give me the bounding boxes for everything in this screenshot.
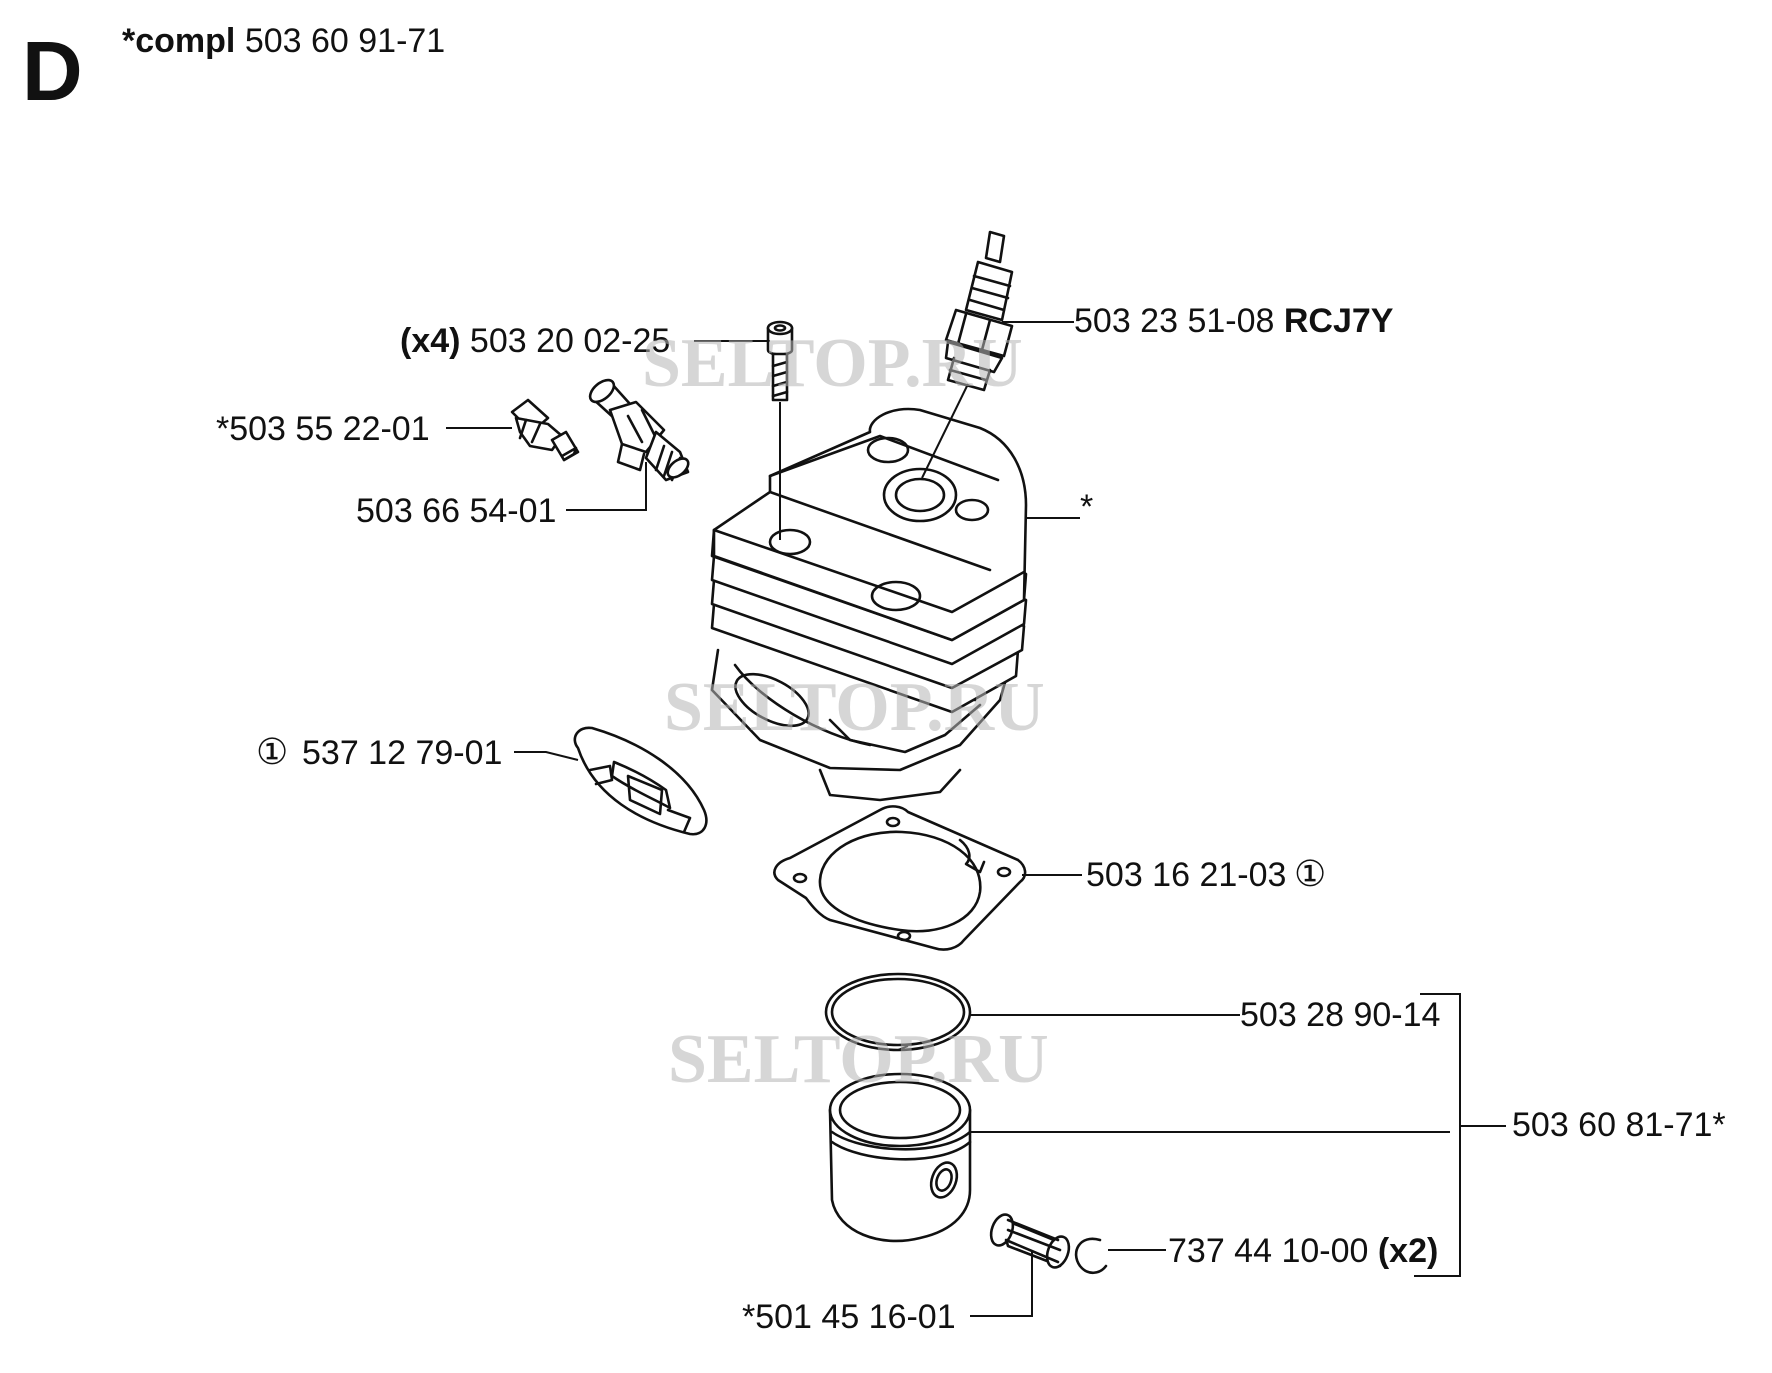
valve-number: *503 55 22-01 — [216, 410, 430, 448]
cylinder-drawing — [710, 407, 1028, 802]
fitting-number: 503 66 54-01 — [356, 492, 556, 530]
piston-ring-number: 503 28 90-14 — [1240, 996, 1440, 1034]
piston-drawing — [828, 1072, 972, 1243]
screw-label: (x4) 503 20 02-25 — [400, 322, 670, 360]
needle-bearing-drawing — [989, 1213, 1071, 1269]
base-gasket-number: 503 16 21-03 — [1086, 856, 1286, 894]
compl-prefix: *compl — [122, 22, 235, 60]
fitting-drawing — [588, 378, 690, 482]
watermark-2: SELTOP.RU — [664, 669, 1045, 746]
gasket-small-drawing — [573, 726, 708, 836]
leader-lines — [446, 321, 1506, 1317]
piston-kit-number: 503 60 81-71* — [1512, 1106, 1726, 1144]
circlip-number: 737 44 10-00 — [1168, 1232, 1368, 1270]
gasket-small-number: 537 12 79-01 — [302, 734, 502, 772]
base-gasket-marker: ① — [1294, 854, 1326, 895]
circlip-drawing — [1074, 1237, 1108, 1275]
watermark-1: SELTOP.RU — [642, 325, 1023, 402]
circlip-qty: (x2) — [1378, 1232, 1438, 1270]
compl-heading: *compl 503 60 91-71 — [122, 22, 445, 60]
cylinder-marker: * — [1080, 488, 1093, 526]
gasket-small-marker: ① — [256, 732, 288, 773]
spark-plug-label: 503 23 51-08 RCJ7Y — [1074, 302, 1394, 340]
piston-ring-drawing — [824, 972, 972, 1052]
screw-number: 503 20 02-25 — [470, 322, 670, 360]
spark-plug-drawing — [921, 230, 1014, 479]
spark-plug-number: 503 23 51-08 — [1074, 302, 1274, 340]
screw-drawing — [766, 320, 794, 540]
section-letter: D — [22, 24, 83, 118]
valve-drawing — [510, 398, 580, 462]
spark-plug-type: RCJ7Y — [1284, 302, 1394, 340]
compl-number: 503 60 91-71 — [245, 22, 445, 60]
watermark-3: SELTOP.RU — [668, 1021, 1049, 1098]
base-gasket-drawing — [773, 805, 1027, 951]
screw-qty: (x4) — [400, 322, 460, 360]
circlip-label: 737 44 10-00 (x2) — [1168, 1232, 1438, 1270]
bearing-number: *501 45 16-01 — [742, 1298, 956, 1336]
